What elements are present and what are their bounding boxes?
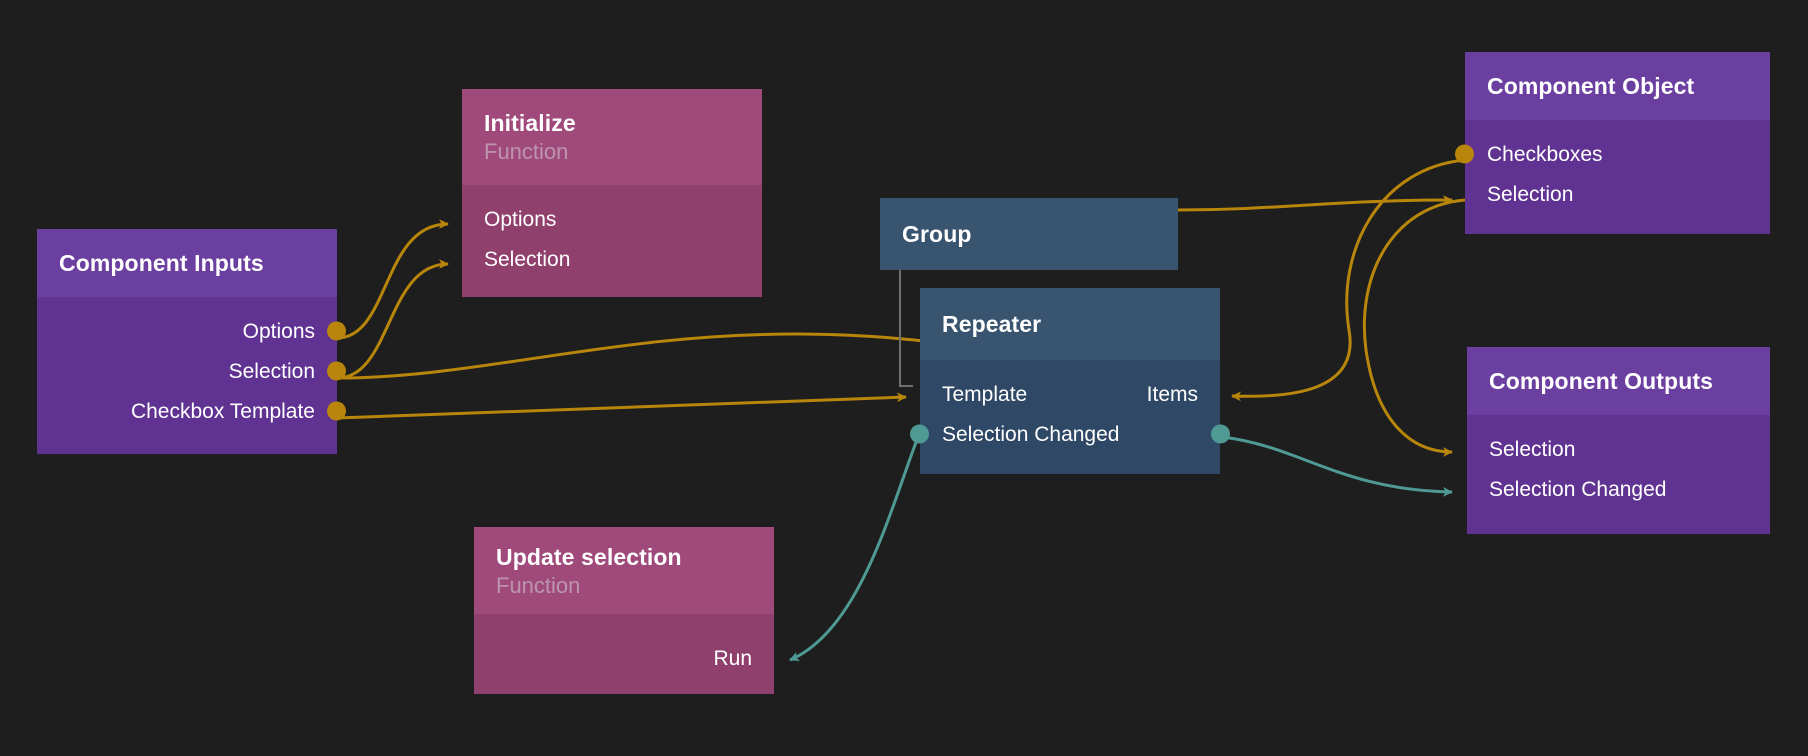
port-row[interactable]: Selection <box>1467 429 1770 469</box>
port-label: Selection Changed <box>1489 477 1667 501</box>
port-label: Selection <box>228 359 315 383</box>
node-title: Component Inputs <box>59 250 264 277</box>
node-component-inputs[interactable]: Component Inputs Options Selection Check… <box>37 229 346 454</box>
node-title: Component Outputs <box>1489 368 1713 395</box>
port-label: Checkbox Template <box>130 399 315 423</box>
node-body: Options Selection Checkbox Template <box>37 297 346 454</box>
node-body: Template Items Selection Changed <box>910 360 1230 474</box>
port-row[interactable]: Checkbox Template <box>37 391 346 431</box>
node-header: Repeater <box>920 288 1220 360</box>
port-label: Checkboxes <box>1487 142 1603 166</box>
port-label-input: Template <box>942 382 1028 406</box>
edge-group-to-component-object-selection <box>1177 195 1453 212</box>
node-header: Update selection Function <box>474 527 774 615</box>
port-label: Options <box>484 207 557 231</box>
port-row[interactable]: Selection <box>1465 174 1770 214</box>
port-label: Run <box>713 646 752 670</box>
port-row[interactable]: Run <box>474 638 774 678</box>
edge-inputs-selection-to-initialize-selection <box>336 259 449 380</box>
port-row[interactable]: Selection <box>37 351 346 391</box>
port-label: Selection <box>484 247 571 271</box>
node-body: Selection Selection Changed <box>1467 415 1770 534</box>
port-row[interactable]: Options <box>462 199 762 239</box>
edge-component-object-selection-to-outputs-selection <box>1362 198 1466 457</box>
port-row[interactable]: Selection Changed <box>910 414 1230 454</box>
node-repeater[interactable]: Repeater Template Items Selection Change… <box>910 288 1230 474</box>
node-header: Group <box>880 198 1178 270</box>
edge-repeater-selchanged-to-outputs-selchanged <box>1221 435 1453 497</box>
node-body: Checkboxes Selection <box>1455 120 1770 234</box>
node-component-object[interactable]: Component Object Checkboxes Selection <box>1455 52 1770 234</box>
port-label: Selection Changed <box>942 422 1120 446</box>
port-row[interactable]: Selection Changed <box>1467 469 1770 509</box>
node-subtitle: Function <box>484 139 569 165</box>
port-dot-icon[interactable] <box>327 321 346 341</box>
port-row[interactable]: Options <box>37 311 346 351</box>
node-title: Update selection <box>496 544 682 570</box>
node-header: Initialize Function <box>462 89 762 185</box>
port-row[interactable]: Selection <box>462 239 762 279</box>
node-header: Component Outputs <box>1467 347 1770 415</box>
edge-component-object-checkboxes-to-repeater-items <box>1231 158 1466 402</box>
port-row[interactable]: Template Items <box>920 374 1220 414</box>
node-component-outputs[interactable]: Component Outputs Selection Selection Ch… <box>1467 347 1770 534</box>
port-dot-icon[interactable] <box>327 361 346 381</box>
port-label: Selection <box>1487 182 1574 206</box>
node-header: Component Inputs <box>37 229 337 297</box>
node-title: Repeater <box>942 311 1042 338</box>
node-subtitle: Function <box>496 572 581 598</box>
node-update-selection[interactable]: Update selection Function Run <box>474 527 774 695</box>
edge-repeater-selchanged-to-update-selection-run <box>789 436 920 662</box>
node-title: Initialize <box>484 110 576 137</box>
port-label: Options <box>242 319 315 343</box>
port-dot-icon[interactable] <box>327 401 346 421</box>
port-dot-icon[interactable] <box>1455 144 1474 164</box>
node-body: Run <box>474 614 774 695</box>
node-group[interactable]: Group <box>880 198 1178 270</box>
node-initialize[interactable]: Initialize Function Options Selection <box>462 89 762 297</box>
edge-inputs-options-to-initialize-options <box>336 219 449 340</box>
port-label: Selection <box>1489 437 1576 461</box>
group-containment-bracket <box>899 270 913 387</box>
node-body: Options Selection <box>462 185 762 297</box>
port-row[interactable]: Checkboxes <box>1455 134 1770 174</box>
port-dot-icon[interactable] <box>1211 424 1230 444</box>
port-dot-icon[interactable] <box>910 424 929 444</box>
node-header: Component Object <box>1465 52 1770 120</box>
node-title: Group <box>902 221 972 248</box>
node-title: Component Object <box>1487 73 1695 100</box>
edge-inputs-template-to-repeater-template <box>336 392 907 420</box>
port-label-output: Items <box>1146 382 1198 406</box>
